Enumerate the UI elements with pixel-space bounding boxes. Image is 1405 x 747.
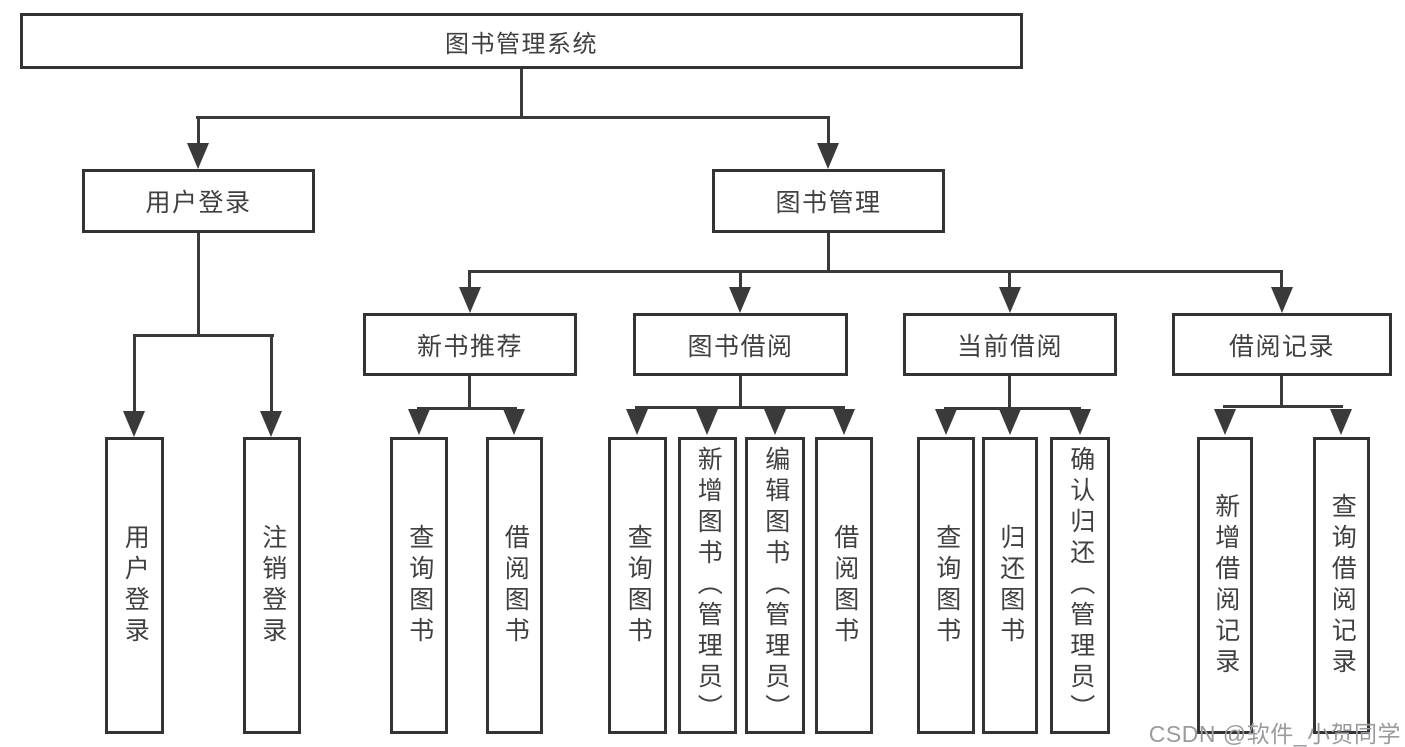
connector-new-book-rec-rail xyxy=(417,407,517,410)
node-new-book-recommend: 新书推荐 xyxy=(363,313,577,376)
arrow-down-icon xyxy=(260,411,282,437)
leaf-logout: 注销登录 xyxy=(243,437,301,734)
leaf-borrow-books-label: 借阅图书 xyxy=(830,523,859,648)
connector-book-borrow-drop xyxy=(739,270,742,290)
leaf-current-query-books: 查询图书 xyxy=(917,437,975,734)
leaf-recommend-borrow-books-label: 借阅图书 xyxy=(501,523,530,648)
connector-current-borrow-stem xyxy=(1008,376,1011,409)
connector-root-stem xyxy=(520,69,523,118)
arrow-down-icon xyxy=(999,287,1021,313)
arrow-down-icon xyxy=(123,411,145,437)
leaf-add-borrow-record: 新增借阅记录 xyxy=(1197,437,1253,734)
arrow-down-icon xyxy=(696,409,718,435)
connector-book-mgmt-drop xyxy=(827,116,830,145)
connector-level2-rail xyxy=(196,116,830,119)
node-current-borrow-label: 当前借阅 xyxy=(956,332,1063,361)
connector-new-book-rec-drop xyxy=(468,270,471,290)
leaf-recommend-query-books-label: 查询图书 xyxy=(405,523,434,648)
node-book-management: 图书管理 xyxy=(712,169,945,233)
arrow-down-icon xyxy=(817,143,839,169)
leaf-add-books-admin: 新增图书（管理员） xyxy=(678,437,737,734)
connector-borrow-record-drop xyxy=(1280,270,1283,290)
connector-user-login-rail xyxy=(133,334,274,337)
node-borrow-record: 借阅记录 xyxy=(1172,313,1392,376)
leaf-return-books: 归还图书 xyxy=(982,437,1038,734)
leaf-add-borrow-record-label: 新增借阅记录 xyxy=(1211,492,1240,679)
leaf-query-borrow-record: 查询借阅记录 xyxy=(1313,437,1370,734)
connector-new-book-rec-stem xyxy=(468,376,471,409)
connector-login-drop xyxy=(133,334,136,413)
leaf-user-login: 用户登录 xyxy=(105,437,164,734)
arrow-down-icon xyxy=(764,409,786,435)
node-borrow-record-label: 借阅记录 xyxy=(1228,332,1335,361)
connector-borrow-record-stem xyxy=(1280,376,1283,407)
node-current-borrow: 当前借阅 xyxy=(903,313,1117,376)
leaf-user-login-label: 用户登录 xyxy=(121,523,150,648)
connector-book-borrow-stem xyxy=(739,376,742,408)
leaf-confirm-return-admin-label: 确认归还（管理员） xyxy=(1066,446,1095,725)
node-book-borrow: 图书借阅 xyxy=(633,313,848,376)
connector-book-mgmt-stem xyxy=(827,233,830,272)
arrow-down-icon xyxy=(408,409,430,435)
arrow-down-icon xyxy=(459,287,481,313)
leaf-borrow-query-books-label: 查询图书 xyxy=(624,523,653,648)
connector-current-borrow-rail xyxy=(944,407,1081,410)
leaf-confirm-return-admin: 确认归还（管理员） xyxy=(1050,437,1110,734)
arrow-down-icon xyxy=(1330,409,1352,435)
arrow-down-icon xyxy=(1214,409,1236,435)
leaf-recommend-borrow-books: 借阅图书 xyxy=(486,437,543,734)
leaf-logout-label: 注销登录 xyxy=(258,523,287,648)
arrow-down-icon xyxy=(999,409,1021,435)
node-user-login-label: 用户登录 xyxy=(145,189,252,217)
connector-borrow-record-rail xyxy=(1223,405,1343,408)
node-new-book-recommend-label: 新书推荐 xyxy=(416,332,523,361)
watermark: CSDN @软件_小贺同学 xyxy=(1148,721,1401,747)
connector-user-login-stem xyxy=(197,233,200,336)
connector-logout-drop xyxy=(270,334,273,413)
arrow-down-icon xyxy=(729,287,751,313)
connector-level3-rail xyxy=(468,270,1283,273)
leaf-edit-books-admin-label: 编辑图书（管理员） xyxy=(761,446,790,725)
leaf-add-books-admin-label: 新增图书（管理员） xyxy=(694,446,723,725)
node-book-borrow-label: 图书借阅 xyxy=(687,332,794,361)
connector-book-borrow-rail xyxy=(635,406,845,409)
arrow-down-icon xyxy=(935,409,957,435)
arrow-down-icon xyxy=(1271,287,1293,313)
arrow-down-icon xyxy=(1069,409,1091,435)
connector-current-borrow-drop xyxy=(1008,270,1011,290)
leaf-return-books-label: 归还图书 xyxy=(996,523,1025,648)
connector-user-login-drop xyxy=(197,116,200,145)
node-book-management-label: 图书管理 xyxy=(775,189,882,217)
node-root-label: 图书管理系统 xyxy=(445,30,598,58)
arrow-down-icon xyxy=(833,409,855,435)
leaf-query-borrow-record-label: 查询借阅记录 xyxy=(1328,492,1357,679)
node-root: 图书管理系统 xyxy=(20,13,1023,69)
leaf-borrow-query-books: 查询图书 xyxy=(608,437,667,734)
arrow-down-icon xyxy=(626,409,648,435)
leaf-borrow-books: 借阅图书 xyxy=(815,437,873,734)
arrow-down-icon xyxy=(187,143,209,169)
leaf-recommend-query-books: 查询图书 xyxy=(390,437,448,734)
arrow-down-icon xyxy=(503,409,525,435)
leaf-edit-books-admin: 编辑图书（管理员） xyxy=(745,437,805,734)
leaf-current-query-books-label: 查询图书 xyxy=(932,523,961,648)
node-user-login: 用户登录 xyxy=(82,169,315,233)
